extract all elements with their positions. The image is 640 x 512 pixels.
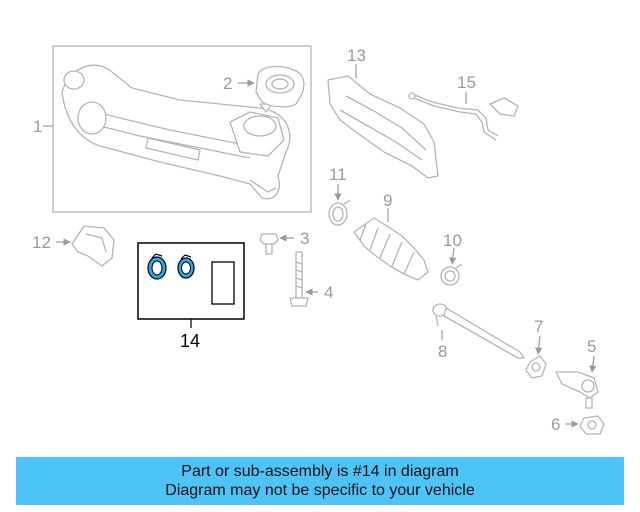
callout-14[interactable]: 14 — [180, 331, 200, 351]
callout-7[interactable]: 7 — [534, 317, 543, 336]
callout-2[interactable]: 2 — [223, 74, 232, 93]
callout-9[interactable]: 9 — [383, 191, 392, 210]
clamp-small[interactable] — [328, 199, 351, 226]
jam-nut[interactable] — [525, 355, 547, 379]
heat-shield[interactable] — [327, 75, 439, 179]
clamp-large[interactable] — [440, 263, 463, 286]
callout-4[interactable]: 4 — [324, 283, 333, 302]
grease-packet — [211, 261, 235, 305]
parts-diagram: 1 2 13 15 11 12 — [32, 45, 605, 435]
rack-boot[interactable] — [353, 217, 429, 281]
info-banner: Part or sub-assembly is #14 in diagram D… — [16, 457, 624, 505]
outer-tie-rod-end[interactable] — [555, 371, 599, 409]
inner-tie-rod[interactable] — [432, 303, 525, 359]
callout-8[interactable]: 8 — [438, 342, 447, 361]
hose-line[interactable] — [408, 92, 519, 141]
callout-6[interactable]: 6 — [551, 415, 560, 434]
castle-nut[interactable] — [579, 415, 605, 435]
callout-12[interactable]: 12 — [32, 233, 51, 252]
callout-1[interactable]: 1 — [33, 117, 42, 136]
rack-frame — [52, 45, 312, 213]
callout-10[interactable]: 10 — [443, 231, 462, 250]
boot-clamp-right — [177, 254, 195, 279]
boot-kit-box[interactable] — [137, 242, 245, 320]
banner-line-2: Diagram may not be specific to your vehi… — [165, 482, 475, 499]
bracket[interactable] — [71, 225, 115, 267]
callout-5[interactable]: 5 — [587, 337, 596, 356]
short-bolt[interactable] — [259, 233, 279, 255]
long-bolt[interactable] — [289, 251, 309, 307]
callout-11[interactable]: 11 — [329, 165, 347, 184]
mount-bushing[interactable] — [255, 65, 305, 108]
callout-15[interactable]: 15 — [457, 73, 476, 92]
boot-clamp-left — [147, 253, 167, 280]
steering-rack-assembly[interactable] — [52, 45, 312, 213]
banner-line-1: Part or sub-assembly is #14 in diagram — [181, 463, 459, 480]
callout-3[interactable]: 3 — [300, 229, 309, 248]
callout-13[interactable]: 13 — [347, 46, 366, 65]
